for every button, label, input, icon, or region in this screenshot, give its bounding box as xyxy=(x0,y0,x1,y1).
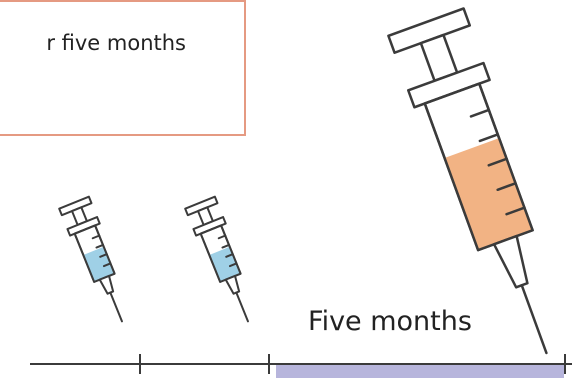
syringe-small-1 xyxy=(59,197,137,328)
timeline-highlight xyxy=(276,364,564,378)
timeline-label: Five months xyxy=(308,306,472,337)
syringe-small-2 xyxy=(185,197,263,328)
